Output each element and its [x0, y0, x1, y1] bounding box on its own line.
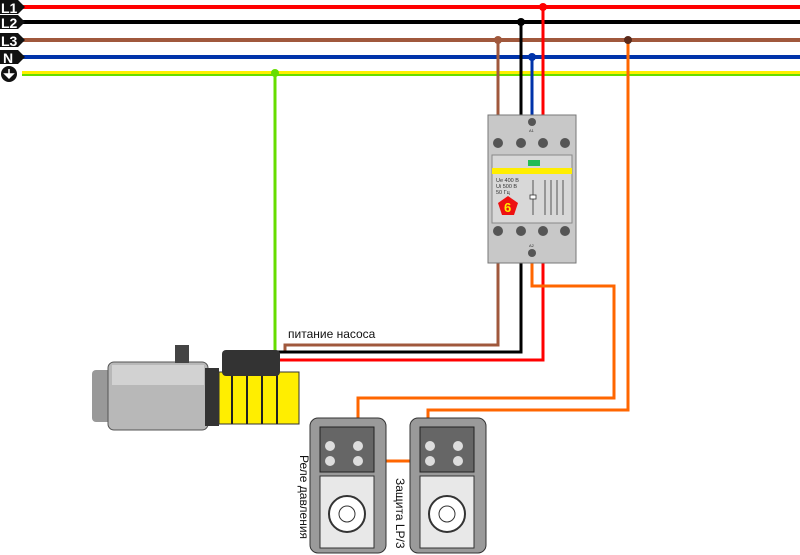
junction-dots	[271, 3, 632, 77]
bus-tags: L1 L2 L3 N	[0, 0, 25, 82]
brand-logo	[498, 196, 518, 215]
label-l3: L3	[1, 33, 18, 49]
indicator-led	[528, 160, 540, 166]
ground-icon-glyph	[3, 69, 15, 80]
label-pump-power: питание насоса	[288, 327, 376, 341]
top-terminals[interactable]	[493, 118, 570, 148]
yellow-stripe	[492, 168, 572, 174]
spec-freq: 50 Гц	[496, 190, 511, 196]
label-a1: A1	[529, 128, 535, 133]
label-a2: A2	[529, 243, 535, 248]
pump[interactable]	[92, 345, 300, 431]
protection-relay[interactable]	[409, 417, 487, 554]
label-pressure-relay: Реле давления	[297, 455, 311, 539]
label-l1: L1	[1, 0, 18, 16]
tag-l2	[0, 15, 25, 29]
pump-wires	[278, 231, 545, 362]
bottom-terminals[interactable]	[493, 226, 570, 257]
label-protection: Защита LP/3	[393, 478, 407, 549]
tag-l1	[0, 0, 25, 14]
contactor[interactable]: Ue 400 В Ui 500 В 50 Гц 6 A1 A2	[487, 114, 577, 264]
pump-terminal-box	[222, 350, 280, 376]
label-l2: L2	[1, 15, 18, 31]
schematic-icon	[529, 180, 564, 215]
pressure-relay[interactable]	[309, 417, 387, 554]
label-n: N	[3, 50, 13, 66]
bus-lines	[22, 5, 800, 76]
tag-n	[0, 50, 25, 64]
tag-l3	[0, 33, 25, 47]
spec-ue: Ue 400 В	[496, 178, 519, 184]
spec-ui: Ui 500 В	[496, 184, 517, 190]
pump-motor-cap	[92, 370, 112, 422]
brand-logo-text: 6	[504, 200, 511, 215]
